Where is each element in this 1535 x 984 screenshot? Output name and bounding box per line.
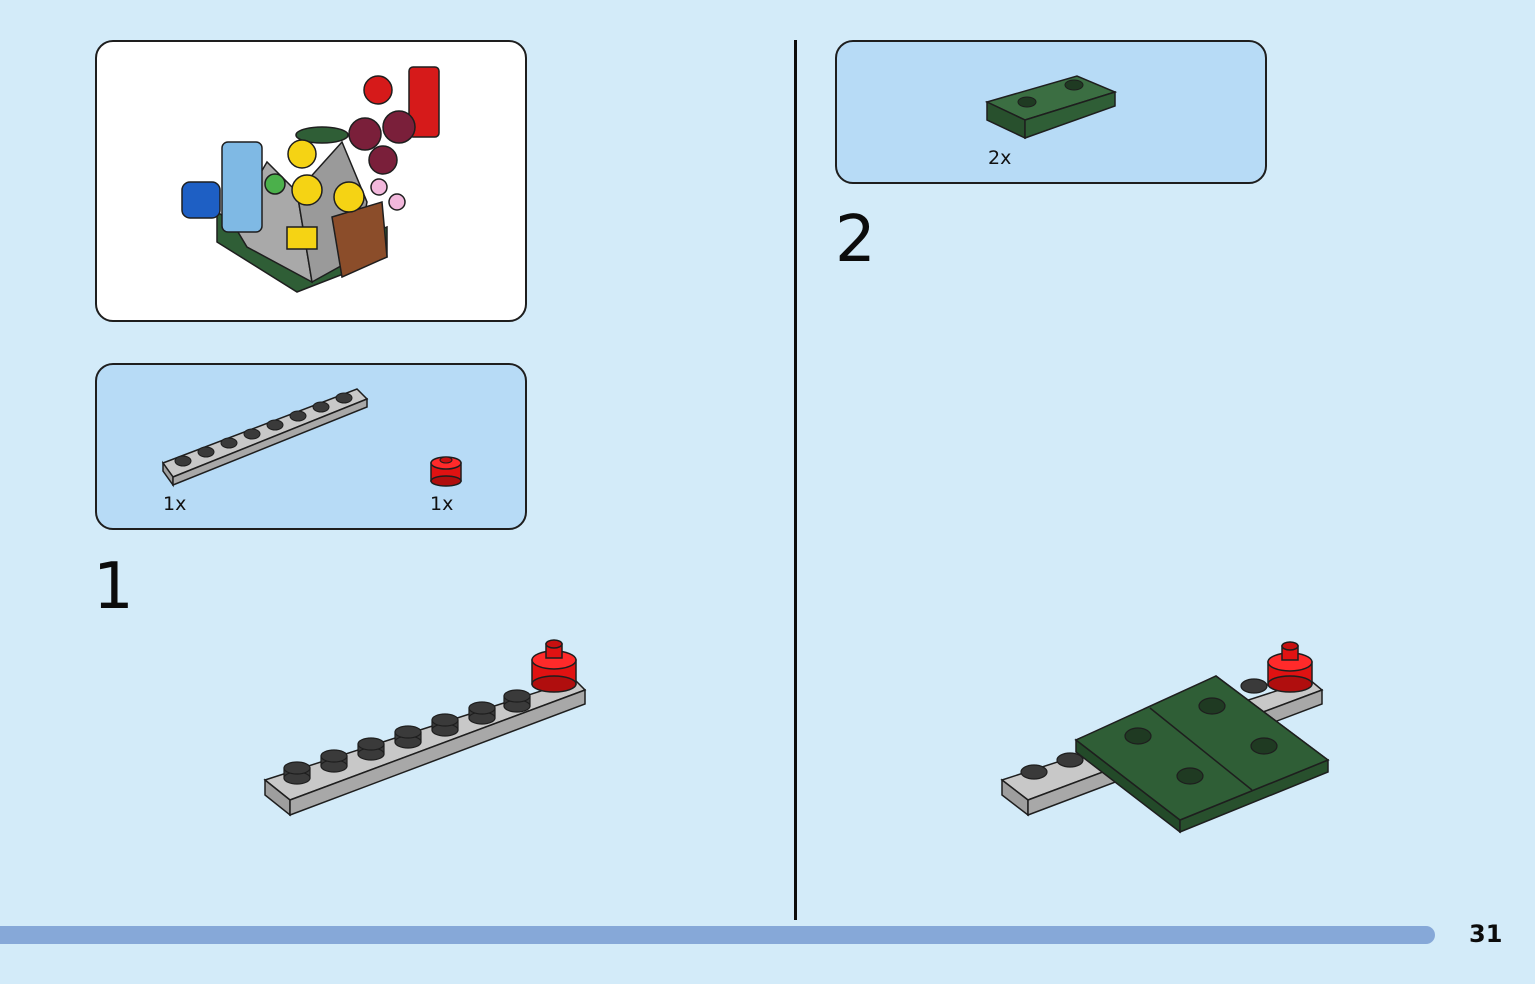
part-quantity: 1x (430, 493, 454, 515)
progress-bar (0, 926, 1435, 944)
step-number: 1 (93, 550, 134, 624)
plate-2x2-dark-green-image (984, 75, 1118, 140)
completed-model-preview (95, 40, 527, 322)
plate-1x8-grey-image (161, 388, 369, 488)
step-number: 2 (835, 203, 876, 277)
page-divider (794, 40, 797, 920)
step-1-build-image (263, 639, 587, 817)
step-2-build-image (1000, 641, 1330, 834)
page-number: 31 (1469, 920, 1503, 948)
step-1-parts-list: 1x 1x (95, 363, 527, 530)
round-plate-1x1-red-image (430, 456, 462, 487)
flower-garden-model-image (181, 66, 440, 293)
part-quantity: 1x (163, 493, 187, 515)
step-2-parts-list: 2x (835, 40, 1267, 184)
part-quantity: 2x (988, 147, 1012, 169)
